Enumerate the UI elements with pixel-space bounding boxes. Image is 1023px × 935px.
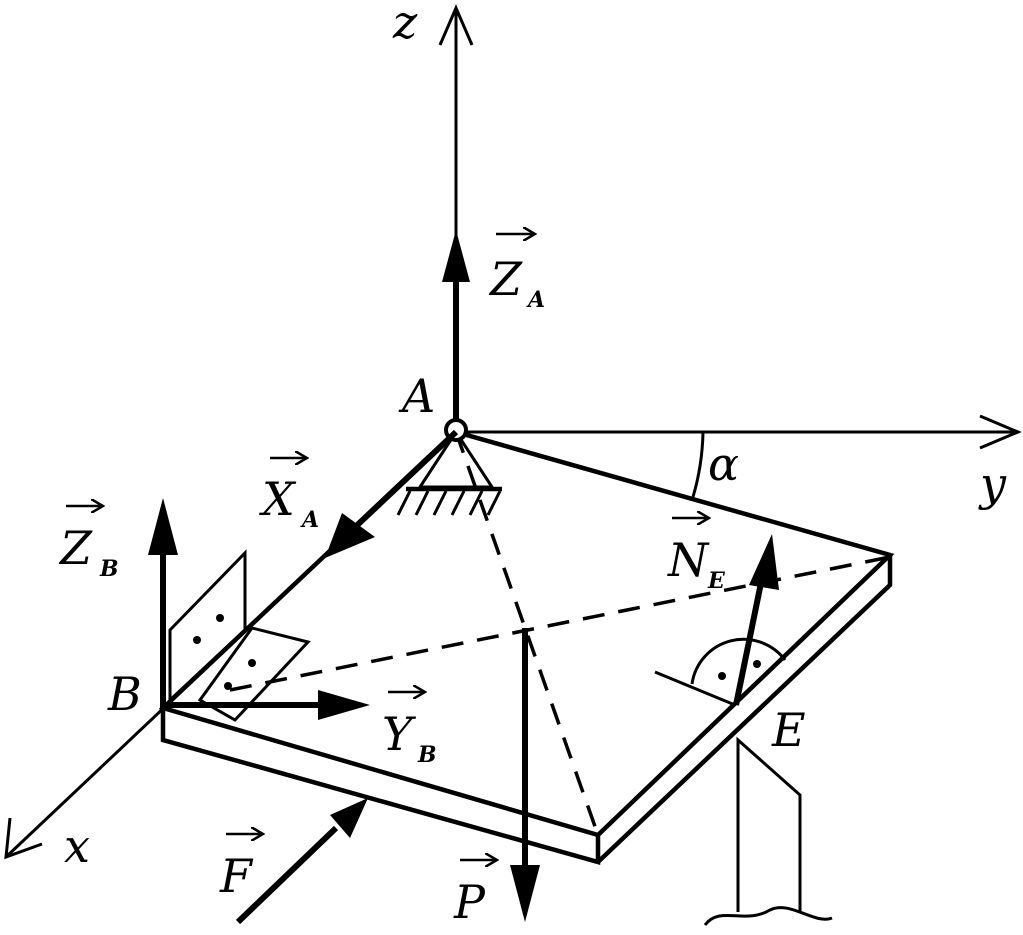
svg-text:Z: Z — [488, 252, 523, 306]
svg-text:N: N — [667, 533, 710, 587]
angle-alpha-label: α — [708, 437, 739, 491]
svg-text:E: E — [707, 568, 726, 594]
label-za: Z A — [488, 252, 545, 313]
force-za — [442, 230, 470, 420]
label-yb: Y B — [382, 707, 437, 768]
diagonal-dashed-lines — [229, 431, 891, 836]
label-p: P — [453, 875, 486, 929]
svg-text:Z: Z — [58, 521, 93, 575]
vector-overbars — [66, 234, 708, 860]
label-zb: Z B — [58, 521, 119, 582]
label-f: F — [219, 849, 254, 903]
force-xa — [325, 429, 459, 558]
svg-text:A: A — [300, 507, 319, 533]
force-p — [510, 628, 540, 922]
force-f — [235, 798, 368, 925]
svg-text:B: B — [99, 556, 119, 582]
force-zb — [148, 498, 178, 708]
y-axis — [456, 414, 1022, 450]
right-angle-mark-e — [654, 637, 787, 707]
point-a-label: A — [398, 369, 435, 423]
x-axis-label: x — [64, 819, 90, 873]
svg-text:A: A — [526, 287, 545, 313]
force-ne — [733, 534, 779, 706]
bearing-b — [168, 549, 311, 722]
angle-alpha-arc — [691, 431, 705, 498]
force-yb — [163, 690, 370, 720]
svg-text:X: X — [259, 472, 297, 526]
svg-text:Y: Y — [382, 707, 417, 761]
z-axis-label: z — [392, 0, 418, 49]
label-xa: X A — [259, 472, 319, 533]
point-e-label: E — [771, 703, 806, 757]
svg-text:B: B — [417, 742, 437, 768]
point-b-label: B — [107, 667, 142, 721]
y-axis-label: y — [978, 457, 1007, 511]
label-ne: N E — [667, 533, 726, 594]
support-post-e — [703, 736, 833, 926]
